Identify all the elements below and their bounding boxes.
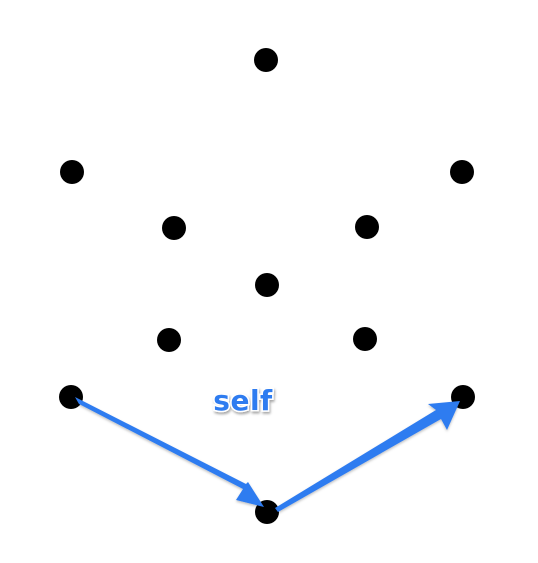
node-inner-lower-left <box>157 328 181 352</box>
arrows <box>75 397 460 512</box>
node-inner-upper-right <box>355 215 379 239</box>
node-top <box>254 48 278 72</box>
node-inner-lower-right <box>353 327 377 351</box>
node-inner-upper-left <box>162 216 186 240</box>
arrow-bottom-to-lower-right <box>275 401 460 512</box>
node-upper-left <box>60 160 84 184</box>
self-label: self <box>213 384 273 417</box>
node-center <box>255 273 279 297</box>
node-lower-left <box>59 385 83 409</box>
nodes <box>59 48 475 524</box>
node-upper-right <box>450 160 474 184</box>
arrow-lower-left-to-bottom <box>75 397 264 507</box>
